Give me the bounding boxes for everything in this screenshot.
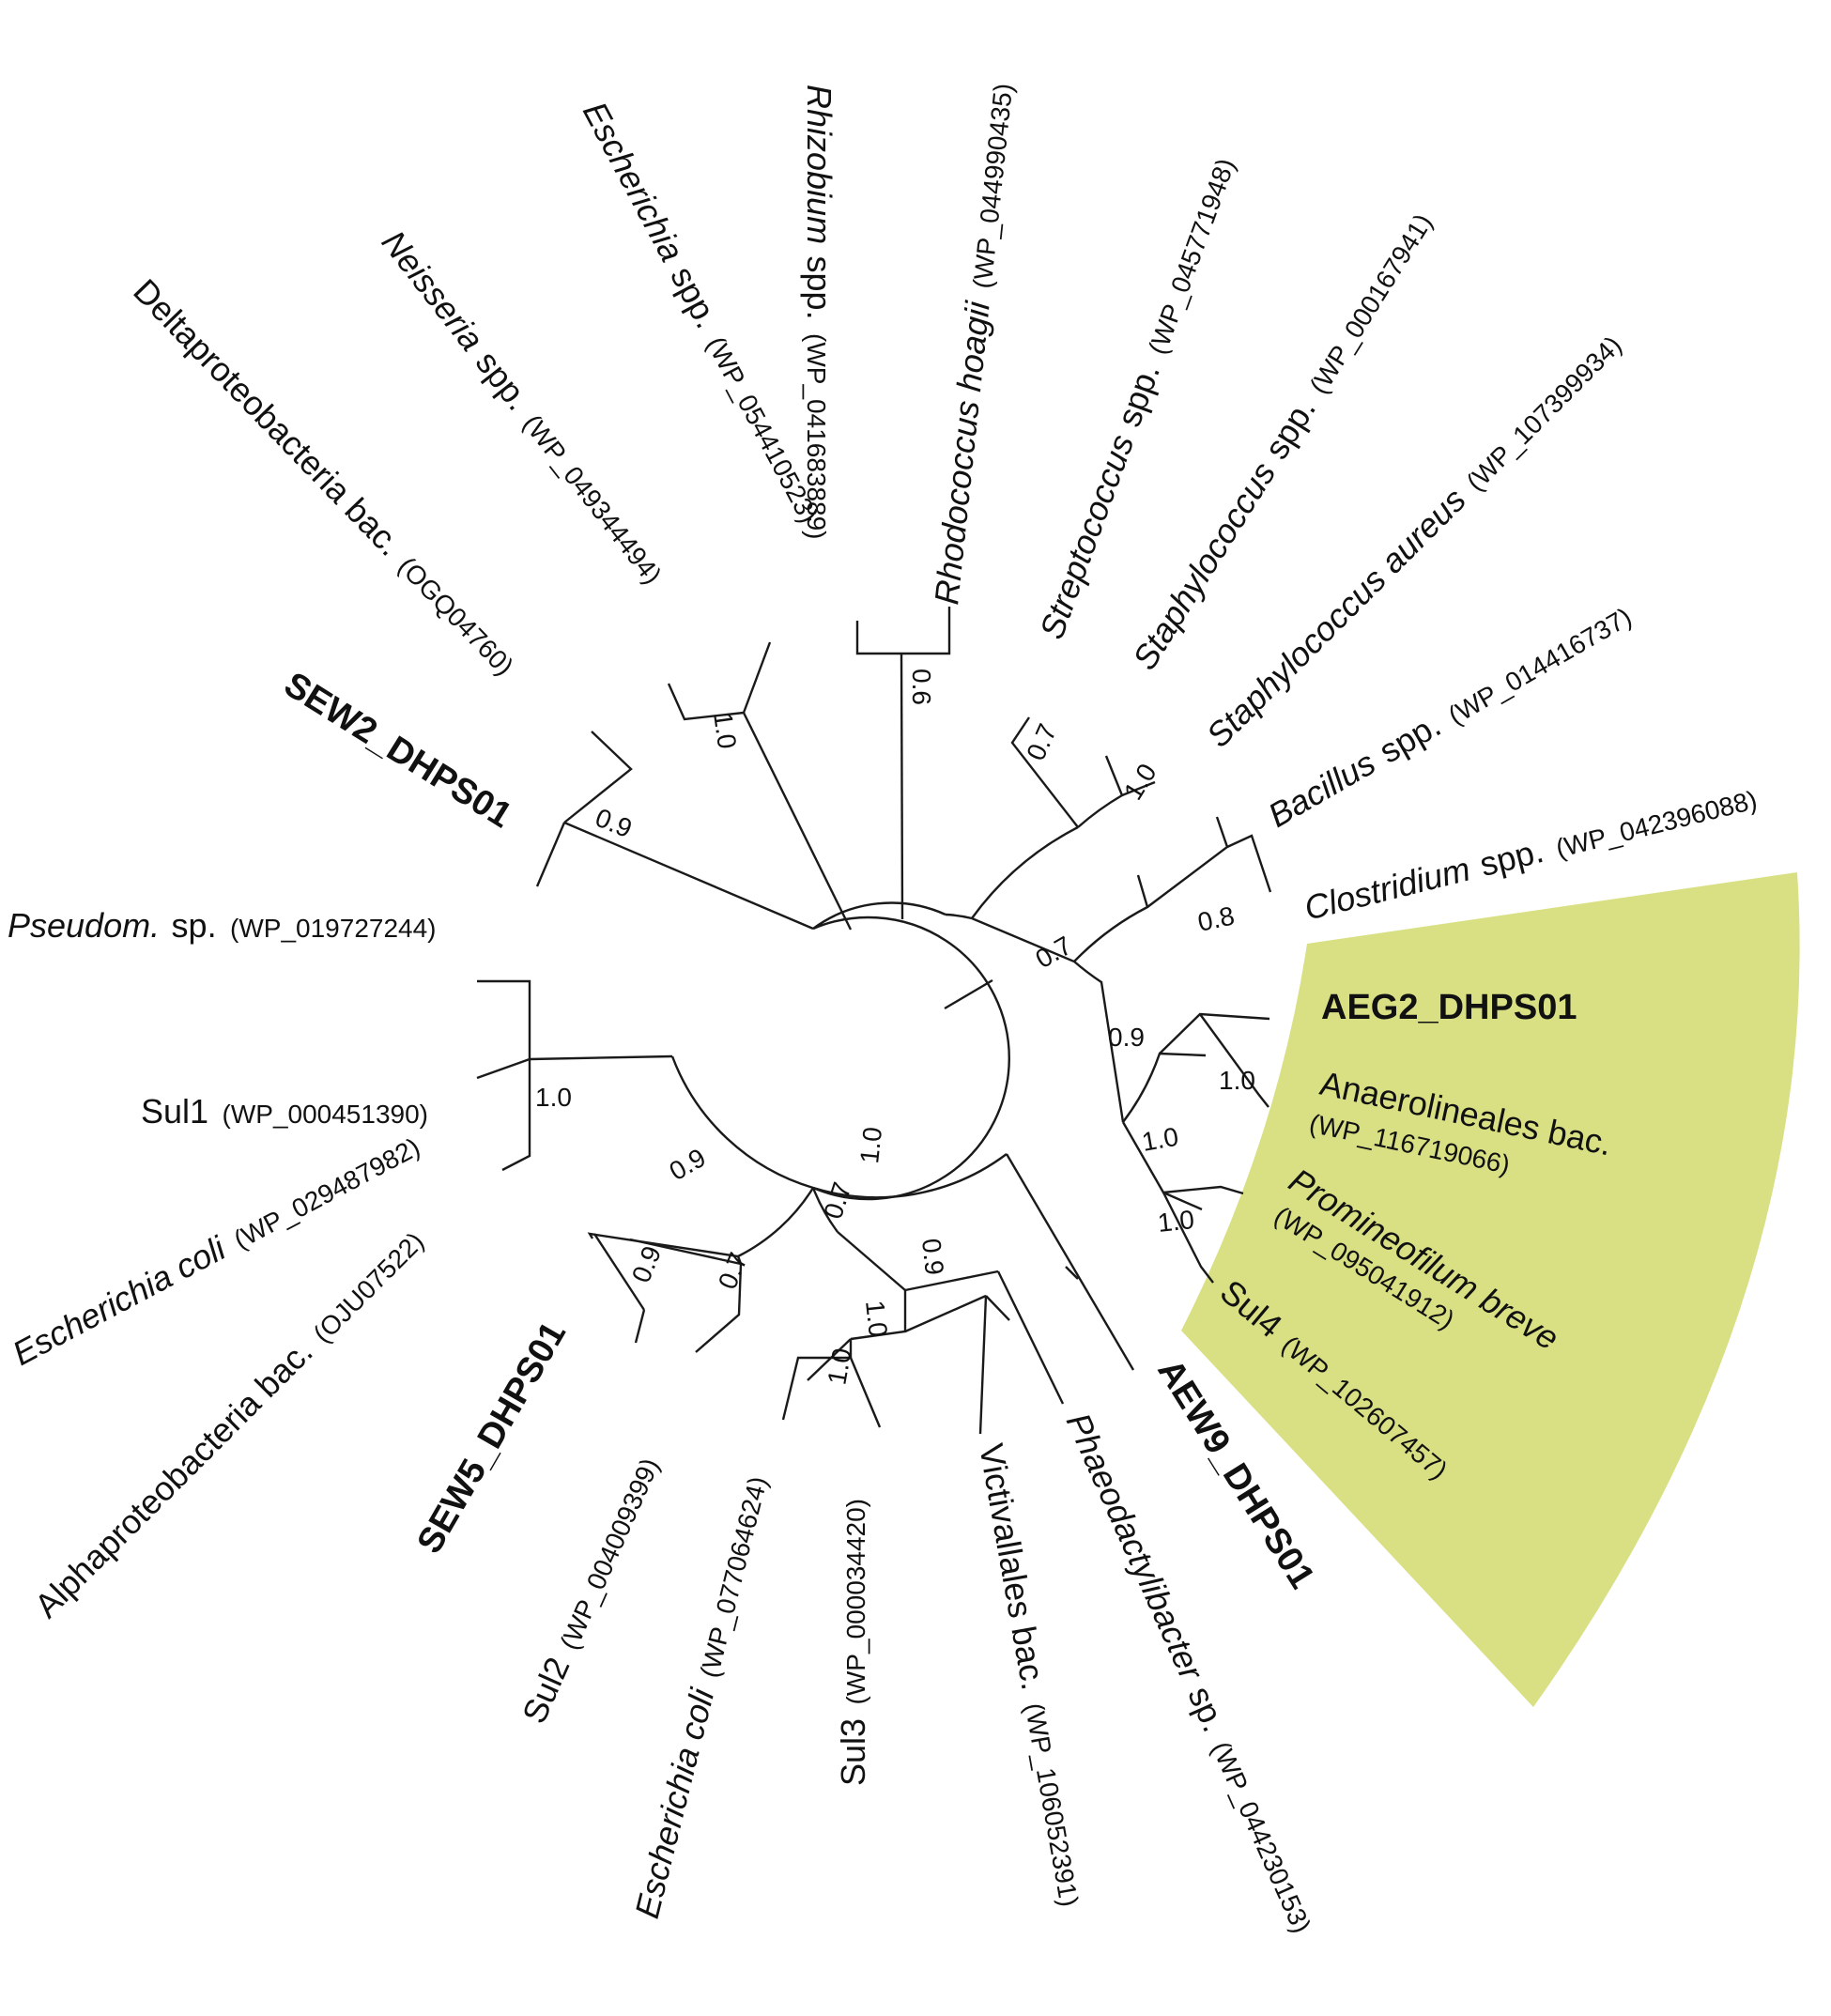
branch [535,822,566,887]
branch [855,621,901,655]
leaf-label-ecoli-2: Escherichia coli (WP_077064624) [627,1471,775,1922]
support-value: 1.0 [822,1346,856,1387]
leaf-label-pseudomonas: Pseudom. sp. (WP_019727244) [8,906,437,945]
leaf-label-phaeodactylibacter: Phaeodactylibacter sp. (WP_044230153) [1059,1408,1324,1938]
support-value: 0.7 [713,1249,753,1294]
leaf-label-sul2: Sul2 (WP_004009399) [515,1451,667,1729]
branch [477,979,531,1059]
support-value: 0.9 [626,1242,667,1287]
leaf-label-sew2: SEW2_DHPS01 [277,665,518,836]
branch [945,913,973,920]
leaf-label-alphaproteo: Alphaproteobacteria bac. (OJU07522) [27,1222,431,1625]
branch [1226,834,1272,893]
branch [971,825,1079,919]
leaf-label-ecoli-1: Escherichia coli (WP_029487982) [7,1126,426,1373]
leaf-label-rhodococcus: Rhodococcus hoagii (WP_044990435) [927,81,1020,606]
branch [695,1263,743,1353]
leaf-label-victivallales: Victivallales bac. (WP_106052391) [972,1440,1091,1909]
support-value: 1.0 [1118,759,1162,805]
branch [529,1054,673,1061]
branch [1073,961,1125,1123]
leaf-label-neisseria: Neisseria spp. (WP_049344494) [375,223,673,591]
leaf-label-escherichia-spp: Escherichia spp. (WP_054410523) [576,96,830,529]
branch [985,1295,1010,1321]
root-arc [812,901,1010,1201]
branch [996,1270,1065,1405]
branch [1162,1192,1214,1284]
root-stem [944,978,993,1010]
branch [592,1233,646,1311]
branch [1199,1013,1269,1108]
branch [971,916,1075,963]
branch [1005,1153,1135,1371]
support-value: 1.0 [1219,1066,1255,1095]
support-value: 1.0 [708,711,742,751]
leaf-label-sew5: SEW5_DHPS01 [409,1316,574,1561]
branch [667,683,745,721]
branch [742,712,853,931]
branch [1077,755,1124,828]
support-values: 0.9 1.0 0.6 0.7 1.0 0.8 0.7 0.9 1.0 1.0 … [535,669,1255,1387]
support-value: 0.9 [916,1237,949,1276]
leaf-label-staph-aureus: Staphylococcus aureus (WP_107399934) [1199,325,1629,755]
branch [587,1187,815,1258]
support-value: 0.8 [1195,900,1238,936]
branch [978,1295,988,1435]
branch [781,1356,851,1421]
support-value: 0.7 [1021,719,1062,764]
branch [1065,1266,1079,1280]
branch [563,731,633,823]
branch [501,1059,531,1172]
branch [807,1338,852,1381]
support-value: 0.7 [818,1178,857,1223]
support-value: 0.9 [1108,1023,1145,1052]
support-value: 1.0 [854,1126,887,1165]
branch [670,1055,814,1190]
branch [742,641,772,714]
support-value: 1.0 [860,1299,893,1338]
branch [1010,716,1079,828]
branch [1146,816,1229,908]
clade-highlight [1181,872,1800,1707]
branch [629,1238,743,1266]
support-value: 0.7 [1031,931,1077,974]
branch [1073,874,1149,962]
support-value: 1.0 [1156,1205,1195,1238]
branch [900,653,904,920]
branch [563,821,814,931]
tree-branches [476,607,1272,1435]
branch [849,1357,882,1428]
support-value: 1.0 [535,1083,572,1112]
branch [476,1057,531,1080]
branch [812,1153,1008,1199]
support-value: 0.6 [907,669,936,705]
branch [904,1294,987,1333]
leaf-label-sul1: Sul1 (WP_000451390) [141,1092,428,1131]
branch [1162,1185,1244,1195]
branch [634,1309,646,1344]
leaf-label-rhizobium: Rhizobium spp. (WP_041683889) [800,85,839,540]
support-value: 1.0 [1140,1122,1181,1157]
branch [811,1187,839,1233]
branch [901,607,951,655]
support-value: 0.9 [665,1143,711,1186]
leaf-label-aeg2: AEG2_DHPS01 [1321,988,1577,1027]
branch [1121,780,1156,797]
leaf-label-sul3: Sul3 (WP_000034420) [834,1499,872,1786]
branch [1122,1052,1207,1123]
